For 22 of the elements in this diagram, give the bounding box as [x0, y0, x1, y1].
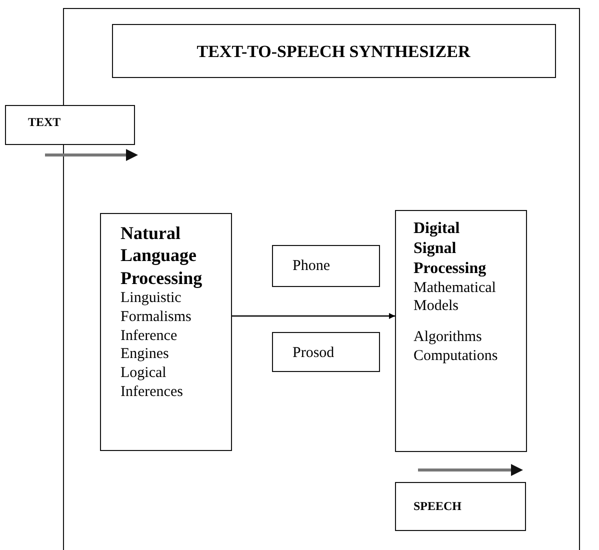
process-box [100, 212, 232, 450]
list-item: Linguistic Formalisms [120, 289, 192, 326]
process-box [394, 210, 526, 452]
box-label: Prosod [292, 344, 334, 362]
list-item: Computations [414, 346, 498, 366]
list-item: Logical Inferences [120, 364, 184, 402]
input-box [5, 105, 135, 145]
data-box [272, 244, 380, 286]
output-box [394, 482, 526, 530]
box-label: TEXT-TO-SPEECH SYNTHESIZER [196, 40, 470, 62]
data-box [272, 332, 380, 372]
box-heading: Digital Signal Processing [414, 218, 484, 278]
list-item: Algorithms [414, 328, 482, 347]
box-heading: Natural Language Processing [120, 222, 204, 289]
box-label: SPEECH [414, 498, 462, 514]
arrow [232, 313, 395, 319]
box-label: TEXT [28, 115, 61, 130]
frame-box [63, 8, 580, 550]
box-label: Phone [292, 256, 330, 276]
list-item: Inference Engines [120, 326, 178, 364]
list-item: Mathematical Models [414, 278, 497, 316]
title-box [112, 24, 556, 78]
